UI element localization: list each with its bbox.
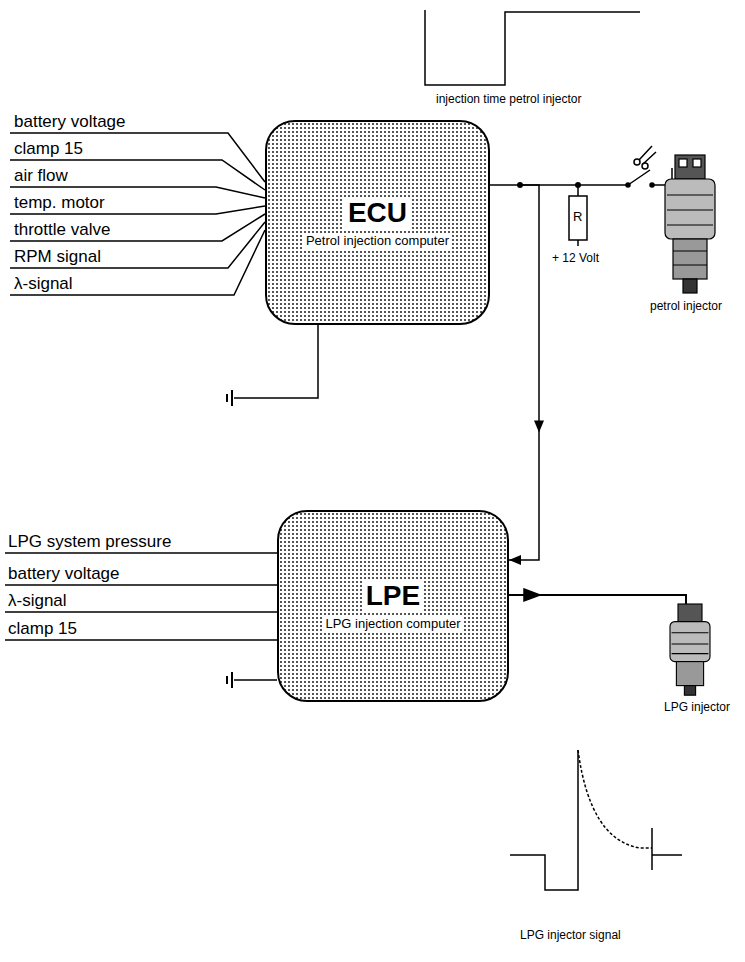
input-wire [5, 639, 277, 641]
signal-name: RPM signal [14, 247, 101, 266]
input-wire [10, 214, 265, 241]
signal-name: λ-signal [8, 591, 67, 610]
part-label: LPG injector signal [520, 928, 621, 942]
switch-contact [626, 183, 630, 187]
signal-name: clamp 15 [14, 139, 83, 158]
signal-name: battery voltage [14, 112, 126, 131]
part-label: injection time petrol injector [436, 92, 581, 106]
signal-name: throttle valve [14, 220, 110, 239]
box-title: LPE [362, 580, 424, 612]
scissors-symbol [634, 146, 656, 169]
petrol-injector-illustration [665, 155, 715, 293]
input-wire [5, 611, 277, 613]
part-label: R [573, 209, 582, 224]
box-title: ECU [344, 197, 411, 229]
ground-wire [234, 325, 318, 398]
lpg-injector-illustration [670, 604, 710, 695]
connector-line [490, 185, 539, 560]
ground-wire [234, 679, 277, 681]
computer-box: ECU Petrol injection computer [265, 120, 490, 325]
signal-connector [490, 185, 544, 565]
ground-symbol [227, 672, 232, 688]
box-subtitle: Petrol injection computer [303, 233, 452, 249]
lpg-waveform-decay [578, 750, 652, 848]
signal-name: battery voltage [8, 564, 120, 583]
arrowhead [509, 555, 521, 565]
signal-name: λ-signal [14, 274, 73, 293]
part-label: + 12 Volt [552, 251, 599, 265]
part-label: LPG injector [664, 700, 730, 714]
signal-name: temp. motor [14, 193, 105, 212]
ground-symbol [227, 390, 232, 406]
signal-name: air flow [14, 166, 68, 185]
input-wire [10, 160, 265, 190]
switch-contact [650, 183, 654, 187]
signal-name: LPG system pressure [8, 532, 171, 551]
arrowhead [534, 421, 544, 433]
lpg-waveform [510, 750, 578, 890]
input-wire [10, 230, 265, 295]
signal-name: clamp 15 [8, 619, 77, 638]
box-subtitle: LPG injection computer [322, 616, 463, 632]
input-wire [5, 552, 277, 554]
resistor-symbol [569, 196, 587, 240]
output-arrow [524, 589, 540, 601]
input-wire [5, 584, 277, 586]
part-label: petrol injector [650, 299, 722, 313]
junction-dot [575, 182, 581, 188]
computer-box: LPE LPG injection computer [277, 510, 509, 702]
petrol-waveform [425, 10, 640, 85]
lpg-waveform [652, 828, 682, 870]
